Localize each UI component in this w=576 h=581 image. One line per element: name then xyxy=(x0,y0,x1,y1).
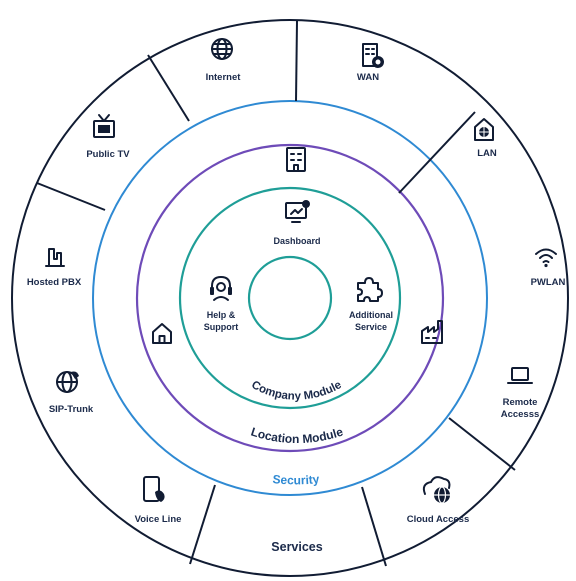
dashboard-label: Dashboard xyxy=(273,236,320,246)
service-dividers xyxy=(36,20,516,567)
security-ring xyxy=(92,100,488,496)
globe-icon xyxy=(211,38,233,60)
service-voice-label: Voice Line xyxy=(135,514,182,525)
service-remote-label-2: Accesss xyxy=(501,409,540,420)
service-pbx-label: Hosted PBX xyxy=(27,277,82,288)
service-remote-access[interactable]: Remote Accesss xyxy=(501,367,540,420)
additional-service-label-2: Service xyxy=(355,322,387,332)
help-support-item[interactable]: Help & Support xyxy=(204,276,239,332)
service-wan[interactable]: WAN xyxy=(357,43,384,83)
service-hosted-pbx[interactable]: Hosted PBX xyxy=(27,248,82,288)
company-ring xyxy=(178,186,402,410)
phone-icon xyxy=(143,476,165,502)
puzzle-icon xyxy=(357,277,383,302)
company-ring-label: Company Module xyxy=(249,379,343,403)
headset-icon xyxy=(210,276,232,301)
services-ring xyxy=(11,19,569,577)
core-circle xyxy=(247,255,333,341)
additional-service-label-1: Additional xyxy=(349,310,393,320)
security-ring-label: Security xyxy=(272,472,320,487)
house-network-icon xyxy=(474,118,494,141)
service-internet-label: Internet xyxy=(206,72,242,83)
wifi-icon xyxy=(535,248,557,268)
service-internet[interactable]: Internet xyxy=(206,38,242,83)
factory-icon xyxy=(421,320,443,344)
services-ring-label: Services xyxy=(271,540,322,554)
service-remote-label-1: Remote xyxy=(503,397,538,408)
laptop-icon xyxy=(507,367,533,384)
service-public-tv[interactable]: Public TV xyxy=(86,114,130,160)
cloud-globe-icon xyxy=(422,476,451,504)
help-support-label-2: Support xyxy=(204,322,239,332)
location-ring-label: Location Module xyxy=(249,424,345,446)
service-sip-trunk[interactable]: SIP-Trunk xyxy=(49,371,94,416)
service-lan[interactable]: LAN xyxy=(474,118,497,159)
house-icon xyxy=(152,323,172,344)
tv-icon xyxy=(93,114,115,138)
service-sip-label: SIP-Trunk xyxy=(49,404,94,415)
service-wan-label: WAN xyxy=(357,72,379,83)
pbx-icon xyxy=(45,248,65,267)
service-cloud-label: Cloud Access xyxy=(407,514,469,525)
location-company-building xyxy=(286,147,306,172)
service-tv-label: Public TV xyxy=(86,149,130,160)
service-voice-line[interactable]: Voice Line xyxy=(135,476,182,525)
service-cloud-access[interactable]: Cloud Access xyxy=(407,476,469,525)
location-ring xyxy=(135,143,445,453)
service-pwlan-label: PWLAN xyxy=(531,277,566,288)
building-network-icon xyxy=(362,43,384,68)
additional-service-item[interactable]: Additional Service xyxy=(349,277,393,332)
dashboard-screen-icon xyxy=(285,200,310,223)
globe-phone-icon xyxy=(56,371,79,393)
help-support-label-1: Help & xyxy=(207,310,236,320)
dashboard-item[interactable]: Dashboard xyxy=(273,200,321,246)
service-lan-label: LAN xyxy=(477,148,497,159)
service-pwlan[interactable]: PWLAN xyxy=(531,248,566,289)
